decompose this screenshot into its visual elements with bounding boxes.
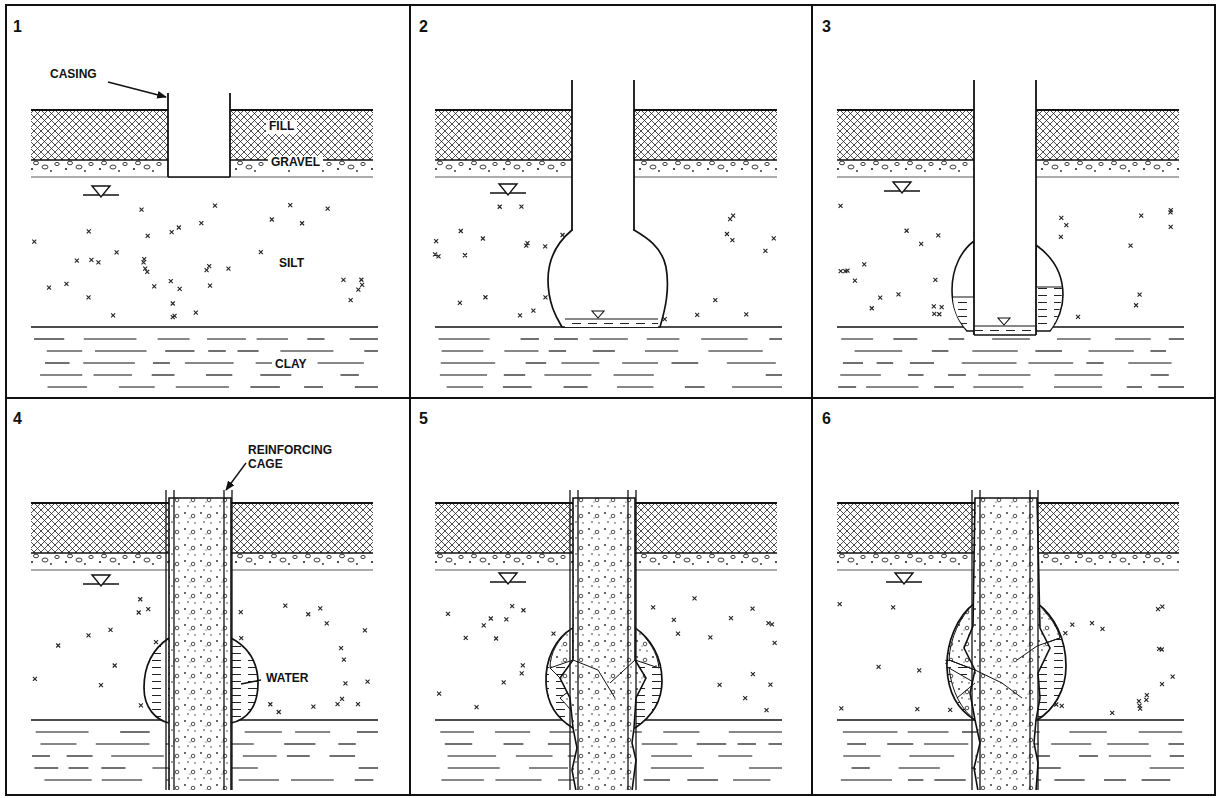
construction-stage-panel xyxy=(31,93,378,387)
part-label: WATER xyxy=(263,672,311,686)
leader-arrow xyxy=(108,82,166,97)
panel-number: 2 xyxy=(419,18,428,36)
construction-stage-panel xyxy=(837,80,1184,387)
construction-stage-panel xyxy=(435,490,782,791)
construction-stage-panel xyxy=(837,490,1184,791)
soil-label: CLAY xyxy=(272,358,310,372)
panel-number: 6 xyxy=(822,410,831,428)
soil-label: SILT xyxy=(276,257,307,271)
part-label: REINFORCING CAGE xyxy=(248,444,360,472)
panel-number: 4 xyxy=(13,410,22,428)
panel-number: 1 xyxy=(13,18,22,36)
construction-stage-panel xyxy=(433,80,782,387)
part-label: CASING xyxy=(50,68,97,82)
panel-number: 5 xyxy=(419,410,428,428)
soil-label: FILL xyxy=(266,120,297,134)
panel-number: 3 xyxy=(822,18,831,36)
construction-stage-panel xyxy=(31,490,378,791)
soil-label: GRAVEL xyxy=(268,156,323,170)
leader-arrow xyxy=(226,463,246,490)
leader-line xyxy=(241,680,261,684)
